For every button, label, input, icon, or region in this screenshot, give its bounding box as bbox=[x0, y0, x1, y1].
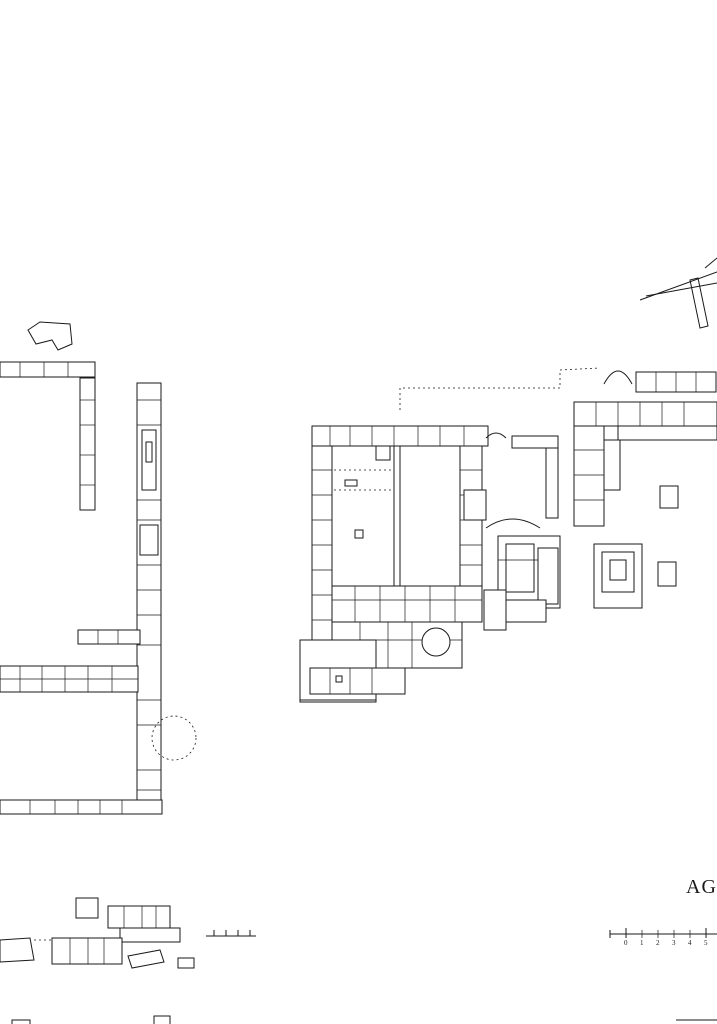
right-building-walls bbox=[573, 257, 717, 609]
bottom-fragments bbox=[0, 897, 717, 1024]
center-building-walls bbox=[299, 367, 601, 703]
scale-tick-4: 4 bbox=[688, 939, 692, 947]
left-building-walls bbox=[0, 321, 197, 815]
scale-bar: 0 1 2 3 4 5 bbox=[609, 928, 717, 947]
scale-tick-2: 2 bbox=[656, 939, 660, 947]
site-label: AGO bbox=[686, 876, 717, 898]
scale-tick-5: 5 bbox=[704, 939, 708, 947]
scale-tick-3: 3 bbox=[672, 939, 676, 947]
scale-tick-1: 1 bbox=[640, 939, 644, 947]
scale-tick-0: 0 bbox=[624, 939, 628, 947]
